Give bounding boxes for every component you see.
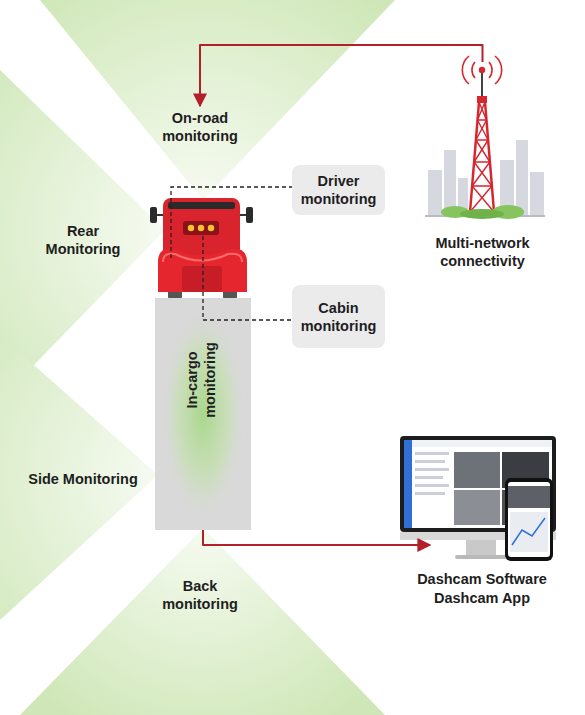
building (530, 172, 544, 215)
monitor-illustration (400, 436, 556, 561)
mirror (150, 207, 157, 223)
cab-light (208, 225, 214, 231)
app-header (412, 440, 552, 447)
tower-top (477, 96, 487, 103)
bush (460, 209, 504, 219)
phone-frame (505, 478, 553, 561)
app-sidebar (404, 440, 412, 528)
list-row (415, 476, 443, 479)
zone-label: Side Monitoring (28, 470, 138, 488)
node-box: Driver monitoring (292, 165, 385, 215)
zone-label: Rear Monitoring (28, 222, 138, 258)
hood (158, 249, 247, 292)
phone-map (510, 512, 548, 552)
leader-line (171, 187, 292, 258)
light-bar (183, 221, 219, 235)
node-area: On-road monitoring (150, 106, 250, 148)
list-row (415, 468, 449, 471)
node-area: Multi-network connectivity (420, 62, 545, 272)
node-text: Dashcam Software (417, 570, 547, 588)
view-cone (20, 528, 385, 715)
node-text: On-road monitoring (150, 109, 250, 145)
node-box: Cabin monitoring (292, 285, 385, 348)
list-row (415, 484, 449, 487)
tower-bracing (470, 102, 494, 212)
phone-screen (508, 482, 550, 557)
building (516, 140, 528, 215)
cargo-glow-ellipse (160, 306, 246, 522)
node-area: Dashcam SoftwareDashcam App (430, 432, 534, 610)
node-text: Cabin monitoring (292, 299, 385, 335)
cell-tower (425, 56, 545, 219)
building (444, 150, 456, 215)
list-row (415, 492, 445, 495)
grille (182, 266, 222, 292)
view-cone (0, 335, 158, 620)
node-text: Dashcam App (434, 589, 530, 607)
connector-arrow (203, 530, 430, 545)
mirror (246, 207, 253, 223)
map-route (512, 518, 545, 545)
view-cone (0, 70, 165, 400)
cab-light (188, 225, 194, 231)
video-tile (454, 490, 500, 525)
node-box: In-cargo monitoring (155, 298, 251, 530)
list-row (415, 460, 445, 463)
hood-highlight (163, 254, 242, 262)
building (428, 170, 442, 215)
monitor-stand (466, 540, 496, 555)
zone-label: Back monitoring (150, 577, 250, 613)
antenna-tip (479, 67, 485, 73)
cab-light (198, 225, 204, 231)
node-text: Multi-network connectivity (420, 234, 545, 270)
leader-line (203, 236, 292, 320)
node-text: In-cargo monitoring (183, 330, 223, 430)
signal-waves (462, 56, 501, 84)
truck-cab (150, 198, 253, 299)
windshield (168, 202, 235, 209)
connector-arrow (200, 45, 483, 106)
video-tile (454, 452, 500, 488)
list-row (415, 452, 449, 455)
node-text: Driver monitoring (292, 172, 385, 208)
monitor-base (455, 555, 507, 559)
antenna (481, 73, 483, 96)
phone-video (508, 486, 550, 508)
